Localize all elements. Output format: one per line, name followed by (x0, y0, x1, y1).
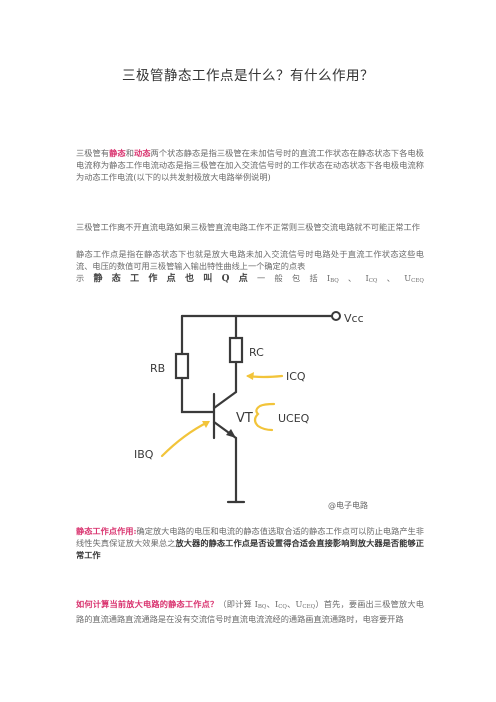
calc-text-2: 、I (266, 599, 279, 609)
highlight-dynamic: 动态 (134, 148, 151, 158)
spread-symbol-sub: CQ (368, 278, 378, 285)
spread-char: 括 (309, 273, 318, 284)
paragraph-static-point: 静态工作点是指在静态状态下也就是放大电路未加入交流信号时电路处于直流工作状态这些… (76, 248, 424, 287)
spread-char: 包 (291, 273, 301, 284)
label-icq: ICQ (286, 370, 306, 383)
highlight-static: 静态 (109, 148, 126, 158)
calc-sub-icq: CQ (278, 604, 287, 610)
rb-bottom-wire (180, 376, 216, 414)
static-point-text: 静态工作点是指在静态状态下也就是放大电路未加入交流信号时电路处于直流工作状态这些… (76, 249, 424, 272)
role-heading: 静态工作点作用: (76, 526, 137, 536)
paragraph-intro: 三极管有静态和动态两个状态静态是指三极管在未加信号时的直流工作状态在静态状态下各… (76, 147, 424, 184)
spread-char: 示 (76, 273, 85, 284)
spread-symbol-main: I (365, 273, 369, 284)
spread-char: 静 (93, 274, 103, 285)
ibq-arrow (160, 420, 210, 458)
paragraph-calculation: 如何计算当前放大电路的静态工作点？（即计算 IBQ、ICQ、UCEQ）首先，要画… (76, 598, 424, 625)
label-uceq: UCEQ (278, 412, 310, 425)
spread-char: 一 (256, 273, 266, 284)
spread-symbol-sub: BQ (330, 278, 339, 285)
spread-symbol-main: U (404, 273, 412, 284)
calc-text-3: 、U (286, 599, 303, 609)
spread-char: 叫 (203, 274, 213, 285)
spread-char: 点 (238, 274, 248, 285)
icq-arrow-head (246, 372, 254, 380)
intro-text-1: 三极管有 (76, 148, 110, 158)
spread-symbol: IBQ (327, 272, 339, 287)
spread-char: 工 (130, 274, 140, 285)
spread-char: 态 (111, 274, 121, 285)
spread-char: 也 (184, 274, 194, 285)
paragraph-dc-circuit: 三极管工作离不开直流电路如果三极管直流电路工作不正常则三极管交流电路就不可能正常… (76, 222, 420, 232)
calc-sub-uceq: CEQ (302, 604, 316, 610)
label-ibq: IBQ (134, 448, 154, 461)
role-bold-text: 放大器的静态工作点是否设置得合适会直接影响到放大器是否能够正常工作 (76, 538, 424, 561)
spread-symbol-main: I (326, 273, 331, 284)
spread-char: 点 (166, 274, 176, 285)
spread-symbol-main: 、 (386, 273, 395, 284)
intro-text-2: 和 (125, 148, 135, 158)
calc-text-4: ）首先，要画出三极管放大电路的直流通路直流通路是在没有交流信号时直流电流流经的通… (76, 599, 424, 625)
spread-separator: 、 (348, 272, 356, 284)
label-vt: VT (236, 411, 253, 426)
ibq-arrow-head (202, 421, 210, 428)
spread-symbol: UCEQ (404, 272, 424, 287)
role-text: 确定放大电路的电压和电流的静态值选取合适的静态工作点可以防止电路产生非线性失真保… (76, 526, 424, 549)
emitter-arrow (226, 429, 236, 438)
rb-resistor (174, 352, 190, 380)
spread-separator: 、 (387, 272, 395, 284)
spread-symbol-main: 、 (348, 273, 357, 284)
intro-text-3: 两个状态静态是指三极管在未加信号时的直流工作状态在静态状态下各电极电流称为静态工… (76, 148, 424, 183)
spread-char: Q (221, 274, 230, 285)
calculation-heading: 如何计算当前放大电路的静态工作点？ (76, 599, 219, 609)
vcc-terminal (331, 311, 341, 321)
rc-resistor (228, 336, 244, 364)
page-title: 三极管静态工作点是什么？有什么作用？ (122, 68, 374, 84)
uceq-brace (253, 402, 276, 432)
transistor-circuit-diagram: Vcc RB RC ICQ VT UCEQ IBQ @电子电路 (134, 311, 368, 510)
spread-symbol-sub: CEQ (411, 278, 424, 285)
paragraph-static-point-role: 静态工作点作用:确定放大电路的电压和电流的静态值选取合适的静态工作点可以防止电路… (76, 525, 424, 562)
calc-sub-ibq: BQ (257, 604, 267, 610)
calc-text-1: （即计算 I (218, 599, 258, 609)
spread-char: 般 (274, 273, 283, 284)
spread-symbol: ICQ (365, 272, 377, 287)
label-vcc: Vcc (344, 312, 364, 325)
label-rb: RB (150, 362, 165, 375)
vt-collector-lead (212, 390, 238, 410)
spread-char: 作 (148, 274, 158, 285)
watermark: @电子电路 (328, 500, 368, 510)
label-rc: RC (249, 346, 264, 359)
